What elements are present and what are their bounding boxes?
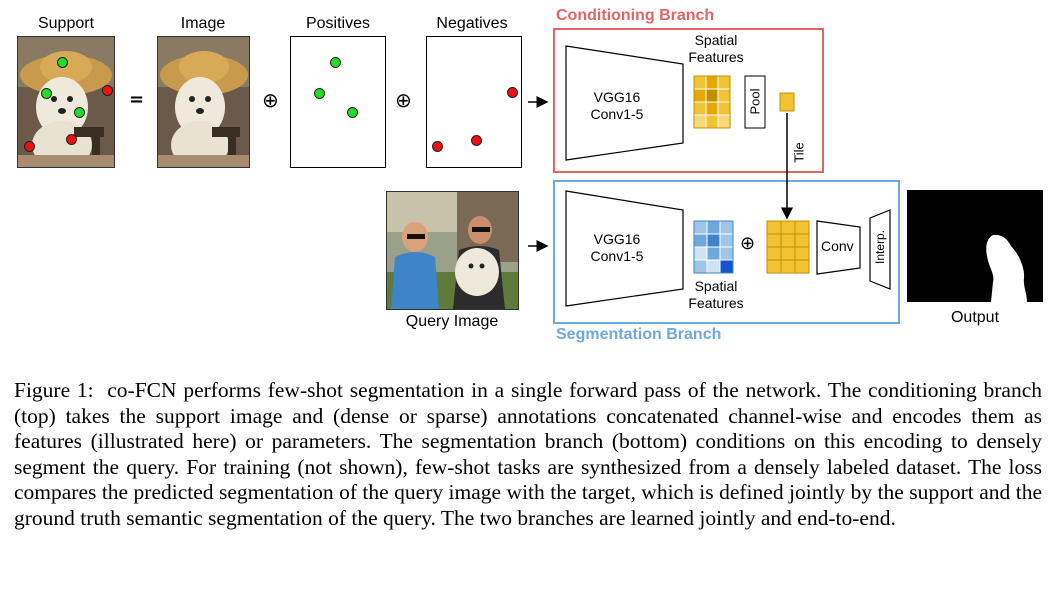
segmentation-feature-grid: [693, 220, 734, 274]
segmentation-spatial-label-1: Spatial: [694, 278, 738, 294]
pooled-feature: [779, 92, 795, 112]
support-negative-dot: [66, 134, 77, 145]
caption-prefix: Figure 1:: [14, 378, 94, 402]
support-positive-dot: [57, 57, 68, 68]
query-people-dog-illustration: [387, 192, 518, 309]
negative-dot: [507, 87, 518, 98]
query-image-label: Query Image: [405, 313, 499, 330]
conditioning-vgg-label-1: VGG16: [593, 89, 641, 105]
interp-block: [869, 209, 891, 290]
conditioning-branch-box: [553, 28, 824, 173]
query-image: [386, 191, 519, 310]
conditioning-vgg-block: [565, 45, 684, 161]
negatives-panel: [426, 36, 522, 168]
segmentation-spatial-label-2: Features: [688, 295, 744, 311]
support-plain-image: [157, 36, 250, 168]
support-positive-dot: [74, 107, 85, 118]
segmentation-vgg-block: [565, 190, 684, 307]
negative-dot: [432, 141, 443, 152]
positive-dot: [330, 57, 341, 68]
positives-panel: [290, 36, 386, 168]
positives-label: Positives: [305, 15, 371, 32]
tiled-feature-grid: [766, 220, 810, 274]
support-positive-dot: [41, 88, 52, 99]
output-mask: [907, 190, 1043, 302]
support-plain-dog-illustration: [158, 37, 249, 167]
output-mask-shape: [907, 190, 1043, 302]
conditioning-vgg-label-2: Conv1-5: [590, 106, 644, 122]
positive-dot: [314, 88, 325, 99]
conv-label: Conv: [821, 238, 854, 254]
segmentation-branch-title: Segmentation Branch: [556, 326, 722, 343]
interp-label: Interp.: [873, 229, 887, 265]
conditioning-branch-title: Conditioning Branch: [556, 7, 715, 24]
output-label: Output: [950, 309, 1000, 326]
positive-dot: [347, 107, 358, 118]
support-image: [17, 36, 115, 168]
pool-label: Pool: [747, 88, 763, 115]
negatives-label: Negatives: [436, 15, 508, 32]
segmentation-branch-box: [553, 180, 900, 324]
support-negative-dot: [102, 85, 113, 96]
equals-sign: =: [129, 89, 145, 110]
feature-concat-oplus: ⊕: [740, 233, 756, 254]
segmentation-vgg-label-1: VGG16: [593, 231, 641, 247]
conditioning-spatial-label-2: Features: [688, 49, 744, 65]
concat-oplus-1: ⊕: [262, 88, 279, 112]
architecture-diagram: [528, 45, 891, 307]
pool-block: [744, 75, 766, 129]
conv-block: [816, 220, 861, 275]
support-label: Support: [37, 15, 95, 32]
caption-text: co-FCN performs few-shot segmentation in…: [14, 378, 1043, 530]
figure-diagram: Support Image Positives Negatives =: [17, 7, 1043, 343]
negative-dot: [471, 135, 482, 146]
figure-caption: Figure 1: co-FCN performs few-shot segme…: [14, 378, 1042, 532]
image-label: Image: [180, 15, 226, 32]
tile-label: Tile: [791, 142, 807, 163]
support-negative-dot: [24, 141, 35, 152]
segmentation-vgg-label-2: Conv1-5: [590, 248, 644, 264]
concat-oplus-2: ⊕: [395, 88, 412, 112]
conditioning-feature-grid: [693, 75, 731, 129]
conditioning-spatial-label-1: Spatial: [694, 32, 738, 48]
